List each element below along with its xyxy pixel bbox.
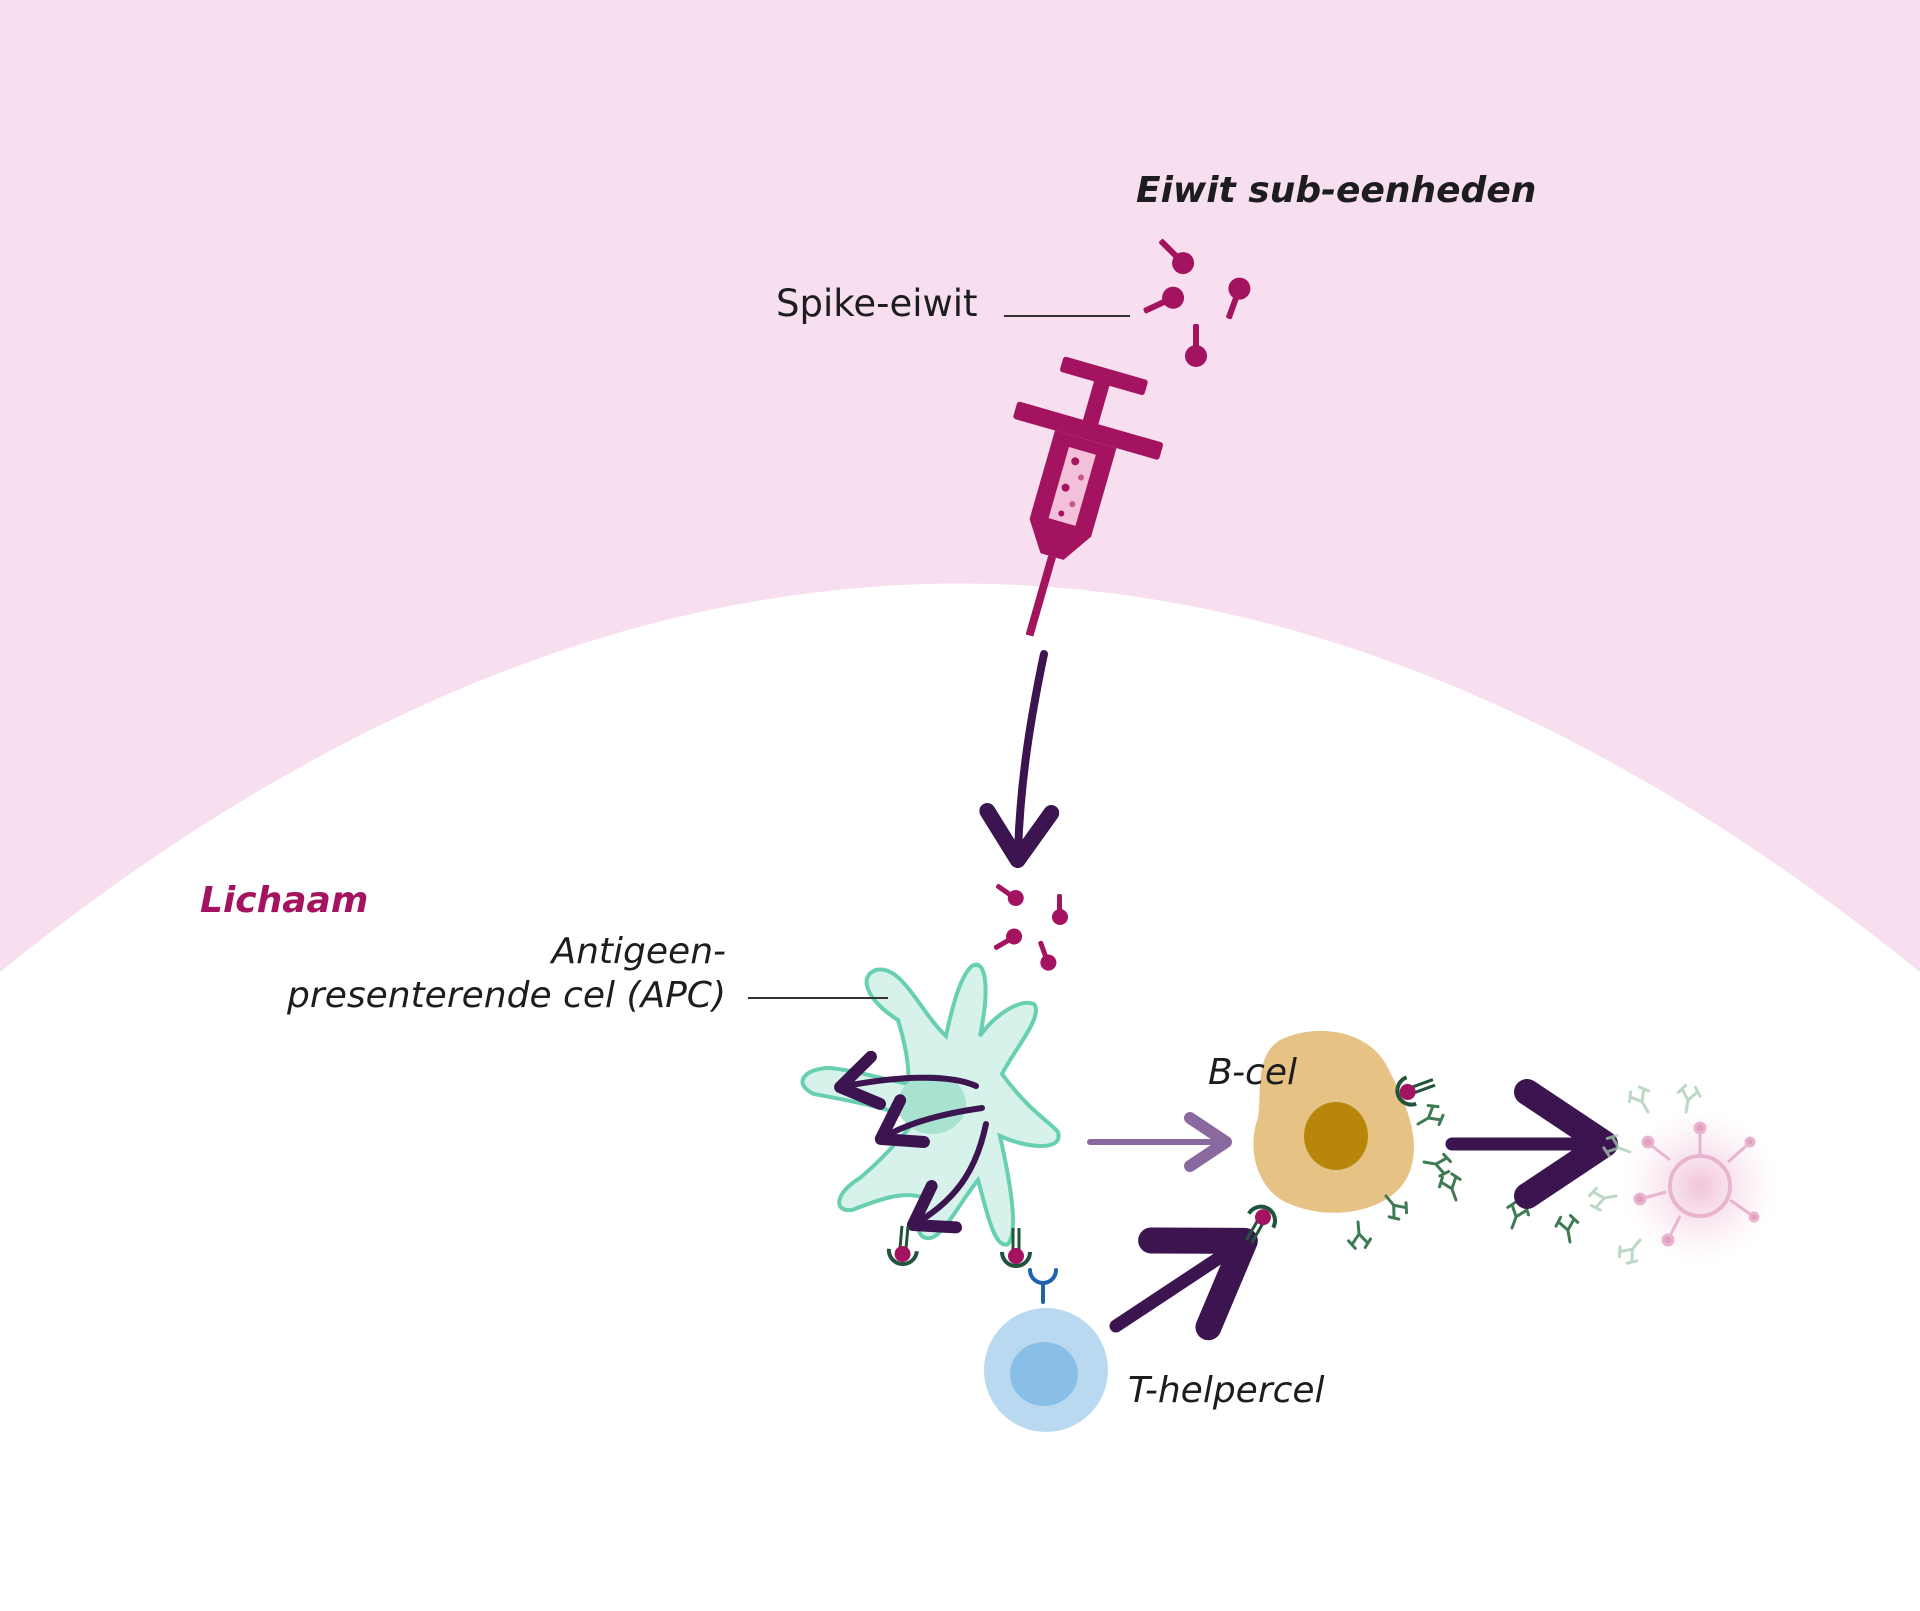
thelper-to-bcell-arrow [1109, 1227, 1258, 1341]
syringe-icon [1013, 356, 1164, 637]
apc-label: Antigeen- presenterende cel (APC) [287, 930, 726, 1018]
apc-cell [800, 962, 1061, 1247]
apc-label-line1: Antigeen- [551, 931, 726, 972]
virus-particle [1586, 1082, 1778, 1269]
diagram-title: Eiwit sub-eenheden [1136, 170, 1537, 211]
b-cell-label: B-cel [1208, 1052, 1297, 1093]
apc-label-line2: presenterende cel (APC) [287, 975, 726, 1016]
injection-arrow [979, 650, 1060, 868]
t-helper-cell [984, 1268, 1108, 1432]
t-helper-cell-label: T-helpercel [1128, 1370, 1325, 1411]
b-cell [1253, 1030, 1414, 1213]
t-helper-nucleus [1010, 1342, 1078, 1406]
body-label: Lichaam [200, 880, 369, 921]
spike-protein-label: Spike-eiwit [776, 282, 978, 325]
t-cell-receptor [1028, 1268, 1058, 1304]
b-cell-nucleus [1304, 1102, 1368, 1170]
